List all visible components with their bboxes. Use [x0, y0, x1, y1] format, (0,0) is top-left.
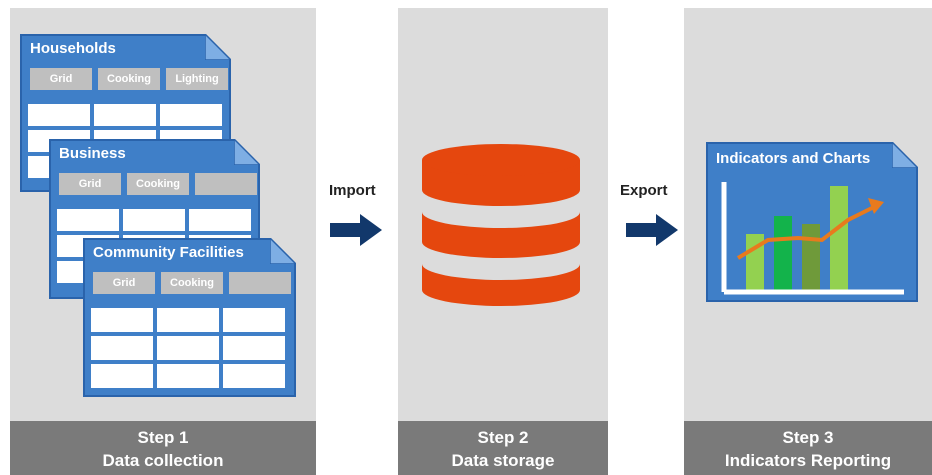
chart-bar-4: [830, 186, 848, 292]
header-cell: Cooking: [161, 272, 223, 294]
header-cell: Cooking: [98, 68, 160, 90]
business-title: Business: [59, 145, 126, 162]
step1-number: Step 1: [137, 428, 189, 447]
indicators-chart-title: Indicators and Charts: [716, 150, 871, 167]
step1-footer: Step 1 Data collection: [10, 421, 316, 475]
step2-footer: Step 2 Data storage: [398, 421, 608, 475]
community-facilities-table-card: Community Facilities Grid Cooking: [83, 238, 296, 397]
import-label: Import: [329, 182, 376, 199]
page-fold-icon: [234, 139, 260, 165]
step1-title: Data collection: [102, 451, 224, 470]
community-grid: [91, 308, 285, 388]
step3-footer: Step 3 Indicators Reporting: [684, 421, 932, 475]
header-cell: Cooking: [127, 173, 189, 195]
header-cell: [229, 272, 291, 294]
page-fold-icon: [205, 34, 231, 60]
business-header-row: Grid Cooking: [59, 173, 257, 195]
header-cell: Grid: [30, 68, 92, 90]
header-cell: Grid: [93, 272, 155, 294]
households-header-row: Grid Cooking Lighting: [30, 68, 228, 90]
step2-number: Step 2: [477, 428, 529, 447]
export-arrow-icon: [626, 214, 678, 246]
chart-illustration: [721, 182, 904, 295]
database-icon: [422, 144, 580, 306]
chart-bar-2: [774, 216, 792, 292]
community-header-row: Grid Cooking: [93, 272, 291, 294]
header-cell: Lighting: [166, 68, 228, 90]
header-cell: Grid: [59, 173, 121, 195]
chart-trend-arrowhead: [868, 198, 884, 214]
step3-number: Step 3: [782, 428, 834, 447]
header-cell: [195, 173, 257, 195]
indicators-chart-card: Indicators and Charts: [706, 142, 918, 302]
page-fold-icon: [270, 238, 296, 264]
community-facilities-title: Community Facilities: [93, 244, 244, 261]
export-label: Export: [620, 182, 668, 199]
step2-title: Data storage: [451, 451, 555, 470]
chart-bar-3: [802, 224, 820, 292]
chart-trend-line: [736, 204, 877, 260]
households-title: Households: [30, 40, 116, 57]
import-arrow-icon: [330, 214, 382, 246]
step3-title: Indicators Reporting: [724, 451, 892, 470]
page-fold-icon: [892, 142, 918, 168]
